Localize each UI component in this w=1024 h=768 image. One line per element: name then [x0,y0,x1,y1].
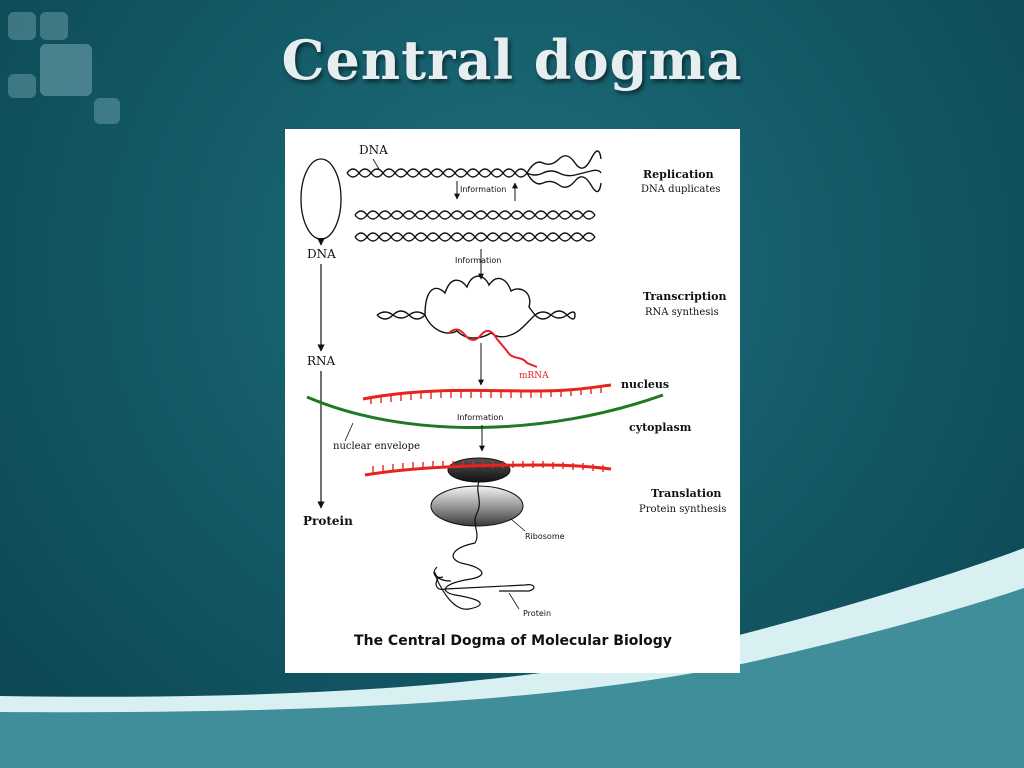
central-dogma-figure: DNA RNA Protein DNA Information [285,129,740,673]
slide-title: Central dogma [281,28,743,92]
daughter-dna-helix-1 [354,210,596,220]
diagram-caption: The Central Dogma of Molecular Biology [354,633,672,649]
mrna-label: mRNA [519,371,549,381]
nuclear-envelope [306,393,664,429]
nucleus-mrna [362,383,612,401]
transcription-title: Transcription [643,290,726,303]
teal-wave [0,588,1024,768]
deco-square [40,44,92,96]
cytoplasm-label: cytoplasm [629,421,692,434]
replication-title: Replication [643,168,714,181]
translation-subtitle: Protein synthesis [639,504,726,515]
deco-square [8,12,36,40]
left-dna-label: DNA [307,247,336,261]
protein-label: Protein [523,609,551,618]
deco-square [8,74,36,98]
ribosome-label: Ribosome [525,532,565,541]
left-protein-label: Protein [303,514,353,528]
nuclear-envelope-pointer [344,422,354,442]
daughter-dna-helix-2 [354,232,596,242]
information-label-3: Information [457,413,503,422]
translation-title: Translation [651,487,721,500]
replication-subtitle: DNA duplicates [641,184,720,195]
ribosome-large-subunit [430,485,524,527]
deco-square [94,98,120,124]
information-label-1: Information [460,185,506,194]
transcription-subtitle: RNA synthesis [645,307,719,318]
cytoplasm-mrna-bases [372,461,604,473]
nucleus-label: nucleus [621,378,669,391]
left-rna-label: RNA [307,354,336,368]
protein-pointer [508,592,520,610]
cytoplasm-mrna [364,463,612,477]
top-dna-label: DNA [359,143,388,157]
nucleus-mrna-bases [370,386,602,404]
transcription-bubble [376,275,576,339]
nuclear-envelope-label: nuclear envelope [333,441,420,452]
mrna-transcript [448,328,538,368]
deco-square [40,12,68,40]
top-dna-pointer [372,158,380,170]
parent-dna-helix [346,150,602,193]
polypeptide-tail [433,566,535,592]
central-dogma-diagram: DNA RNA Protein DNA Information [300,143,726,649]
ribosome-pointer [510,518,526,532]
information-label-2: Information [455,256,501,265]
ribosome-small-subunit [447,457,511,483]
replication-loop [300,158,342,246]
